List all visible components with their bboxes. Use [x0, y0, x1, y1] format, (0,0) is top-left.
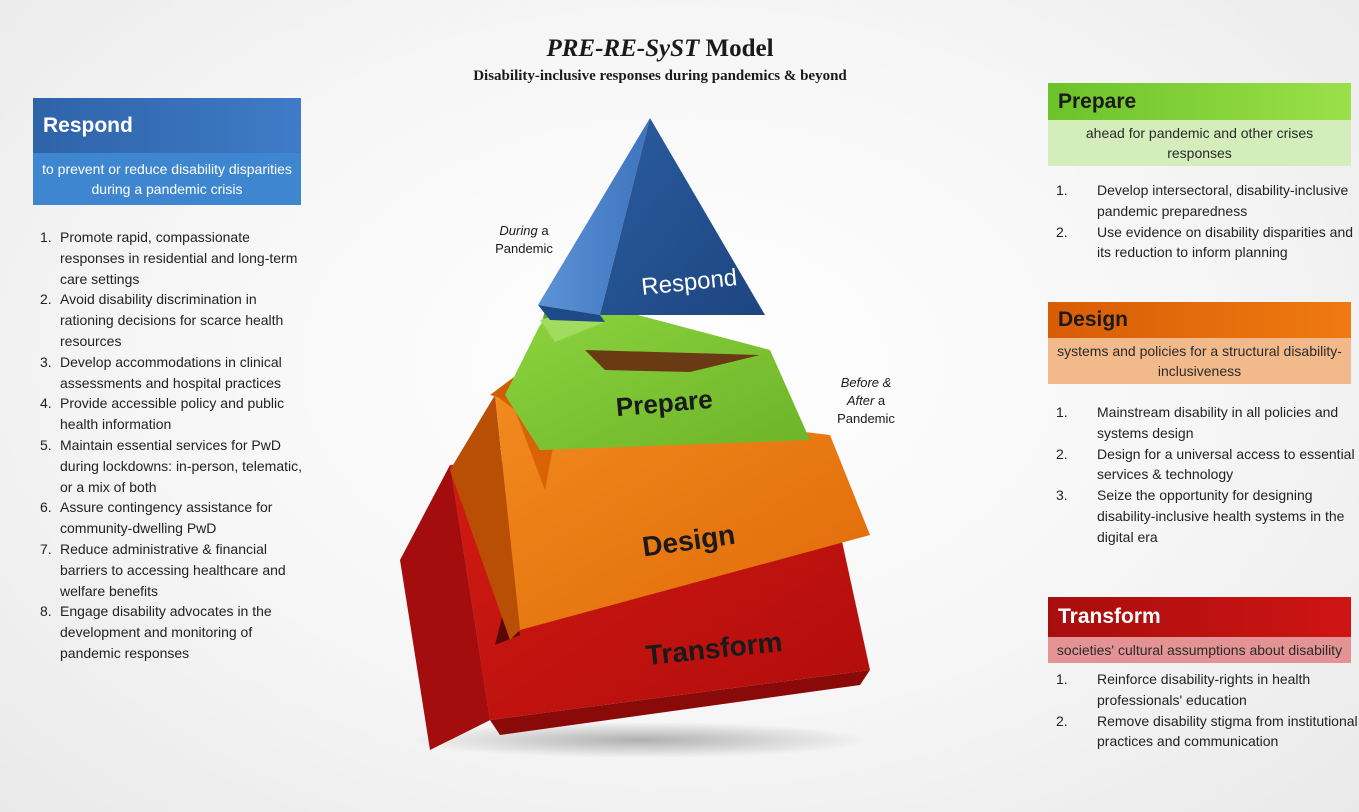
pyramid-diagram: Respond Prepare Design Transform	[400, 118, 870, 758]
list-item-number: 1.	[1056, 182, 1068, 198]
list-item: 8. Engage disability advocates in the dev…	[40, 601, 310, 663]
list-item-number: 8.	[40, 603, 52, 620]
list-item-text: Develop intersectoral, disability-inclus…	[1097, 182, 1349, 219]
list-item-text: Avoid disability discrimination in ratio…	[60, 291, 284, 349]
list-item-number: 7.	[40, 540, 52, 557]
list-item-number: 5.	[40, 436, 52, 453]
list-item-text: Assure contingency assistance for commun…	[60, 499, 273, 537]
list-item-number: 1.	[1056, 404, 1068, 420]
list-item-text: Maintain essential services for PwD duri…	[60, 436, 303, 495]
floor-shadow	[410, 722, 870, 758]
prepare-tier	[505, 305, 810, 450]
list-item: 1. Develop intersectoral, disability-incl…	[1056, 180, 1359, 222]
list-item: 1. Promote rapid, compassionate responses…	[40, 227, 310, 289]
list-item-number: 1.	[1056, 671, 1068, 687]
list-item: 4. Provide accessible policy and public h…	[40, 393, 310, 435]
during-italic: During	[499, 223, 538, 238]
design-subheading: systems and policies for a structural di…	[1048, 338, 1351, 384]
title-italic: PRE-RE-SyST	[546, 35, 700, 62]
design-list: 1. Mainstream disability in all policies …	[1056, 402, 1359, 548]
respond-tier	[538, 118, 765, 322]
prepare-list: 1. Develop intersectoral, disability-incl…	[1056, 180, 1359, 263]
list-item-number: 3.	[1056, 487, 1068, 504]
list-item-text: Engage disability advocates in the devel…	[60, 603, 272, 661]
list-item-text: Design for a universal access to essenti…	[1097, 445, 1355, 483]
list-item: 2. Use evidence on disability disparities…	[1056, 222, 1359, 264]
transform-list: 1. Reinforce disability-rights in health …	[1056, 669, 1359, 752]
title-block: PRE-RE-SyST Model Disability-inclusive r…	[380, 34, 940, 85]
list-item-text: Remove disability stigma from institutio…	[1097, 712, 1358, 750]
transform-heading: Transform	[1048, 597, 1351, 637]
list-item-text: Develop accommodations in clinical asses…	[60, 353, 282, 391]
list-item-text: Mainstream disability in all policies an…	[1097, 404, 1339, 441]
after-italic: After	[846, 393, 875, 408]
list-item-number: 1.	[40, 229, 52, 245]
prepare-subheading: ahead for pandemic and other crises resp…	[1048, 120, 1351, 166]
diagram-title: PRE-RE-SyST Model	[380, 34, 940, 64]
list-item: 2. Remove disability stigma from institut…	[1056, 711, 1359, 753]
list-item-number: 4.	[40, 395, 52, 412]
during-line2: Pandemic	[495, 241, 553, 256]
respond-subheading: to prevent or reduce disability disparit…	[33, 153, 301, 205]
before-line1: Before &	[840, 375, 892, 390]
respond-panel: Respond to prevent or reduce disability …	[33, 98, 302, 664]
during-pandemic-label: During a Pandemic	[484, 222, 564, 258]
list-item-number: 2.	[40, 291, 52, 308]
during-rest: a	[537, 223, 549, 238]
before-after-label: Before & After a Pandemic	[826, 374, 906, 428]
list-item: 7. Reduce administrative & financial barr…	[40, 539, 310, 601]
list-item: 2. Avoid disability discrimination in rat…	[40, 289, 310, 351]
before-line3: Pandemic	[837, 411, 895, 426]
respond-heading: Respond	[33, 98, 301, 153]
list-item-number: 3.	[40, 353, 52, 370]
list-item-number: 2.	[1056, 223, 1068, 240]
transform-panel: Transform societies' cultural assumption…	[1048, 597, 1358, 752]
list-item-text: Reinforce disability-rights in health pr…	[1097, 671, 1311, 708]
list-item: 1. Reinforce disability-rights in health …	[1056, 669, 1359, 711]
list-item: 3. Develop accommodations in clinical ass…	[40, 352, 310, 394]
list-item-number: 6.	[40, 499, 52, 516]
prepare-panel: Prepare ahead for pandemic and other cri…	[1048, 83, 1353, 263]
design-panel: Design systems and policies for a struct…	[1048, 302, 1355, 548]
respond-list: 1. Promote rapid, compassionate responses…	[40, 227, 310, 664]
list-item: 2. Design for a universal access to essen…	[1056, 444, 1359, 486]
list-item-text: Reduce administrative & financial barrie…	[60, 540, 286, 599]
title-rest: Model	[699, 35, 774, 62]
list-item-number: 2.	[1056, 712, 1068, 729]
list-item: 1. Mainstream disability in all policies …	[1056, 402, 1359, 444]
list-item: 3. Seize the opportunity for designing di…	[1056, 485, 1359, 547]
list-item-text: Promote rapid, compassionate responses i…	[60, 229, 298, 287]
transform-subheading: societies' cultural assumptions about di…	[1048, 637, 1351, 663]
after-rest: a	[874, 393, 886, 408]
prepare-heading: Prepare	[1048, 83, 1351, 120]
list-item-number: 2.	[1056, 445, 1068, 462]
design-heading: Design	[1048, 302, 1351, 338]
list-item-text: Seize the opportunity for designing disa…	[1097, 487, 1345, 545]
list-item: 6. Assure contingency assistance for comm…	[40, 497, 310, 539]
list-item-text: Use evidence on disability disparities a…	[1097, 223, 1354, 261]
list-item-text: Provide accessible policy and public hea…	[60, 395, 285, 433]
list-item: 5. Maintain essential services for PwD du…	[40, 435, 310, 497]
diagram-subtitle: Disability-inclusive responses during pa…	[473, 68, 847, 84]
